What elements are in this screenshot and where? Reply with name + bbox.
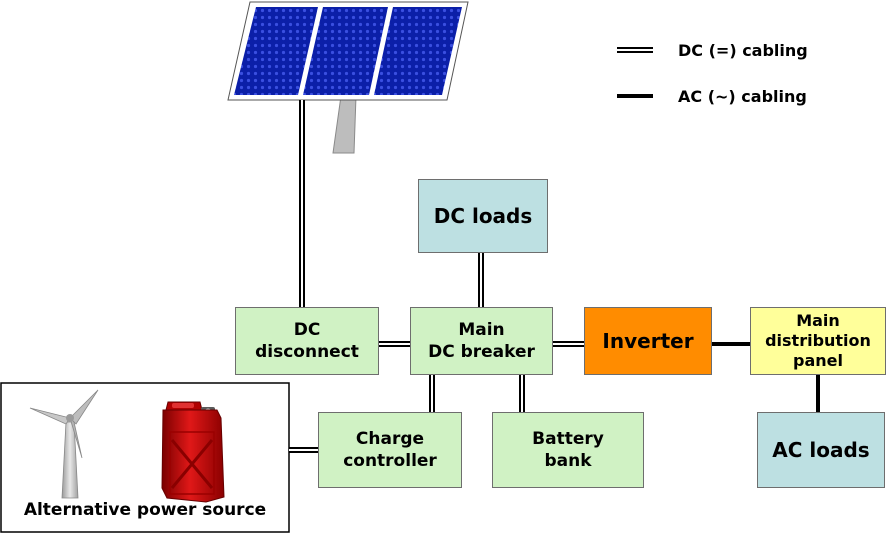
legend-ac-label: AC (~) cabling [678,87,807,106]
charge-controller-box[interactable]: Charge controller [318,412,462,488]
fuel-can-icon [161,401,225,503]
wind-turbine-icon [29,389,99,499]
legend-dc-label: DC (=) cabling [678,41,808,60]
solar-cell [374,7,462,95]
inverter-label: Inverter [602,329,694,353]
ac-loads-label: AC loads [772,438,870,462]
solar-panel-icon [227,1,469,154]
main-distribution-panel-label: Main distribution panel [765,311,871,370]
solar-cell [234,7,318,95]
ac-loads-box[interactable]: AC loads [757,412,885,488]
battery-bank-label: Battery bank [532,429,604,471]
alternative-power-source-box [0,382,290,533]
panel-post [332,95,357,154]
inverter-box[interactable]: Inverter [584,307,712,375]
dc-loads-box[interactable]: DC loads [418,179,548,253]
main-dc-breaker-label: Main DC breaker [428,320,535,362]
dc-loads-label: DC loads [433,204,533,228]
ac-cables [617,94,820,412]
charge-controller-label: Charge controller [343,429,437,471]
main-dc-breaker-box[interactable]: Main DC breaker [410,307,553,375]
main-distribution-panel-box[interactable]: Main distribution panel [750,307,886,375]
solar-cell [303,7,388,95]
battery-bank-box[interactable]: Battery bank [492,412,644,488]
dc-disconnect-box[interactable]: DC disconnect [235,307,379,375]
dc-cable-gaps [289,49,653,451]
dc-disconnect-label: DC disconnect [255,320,359,362]
alternative-power-source-label: Alternative power source [23,500,267,520]
